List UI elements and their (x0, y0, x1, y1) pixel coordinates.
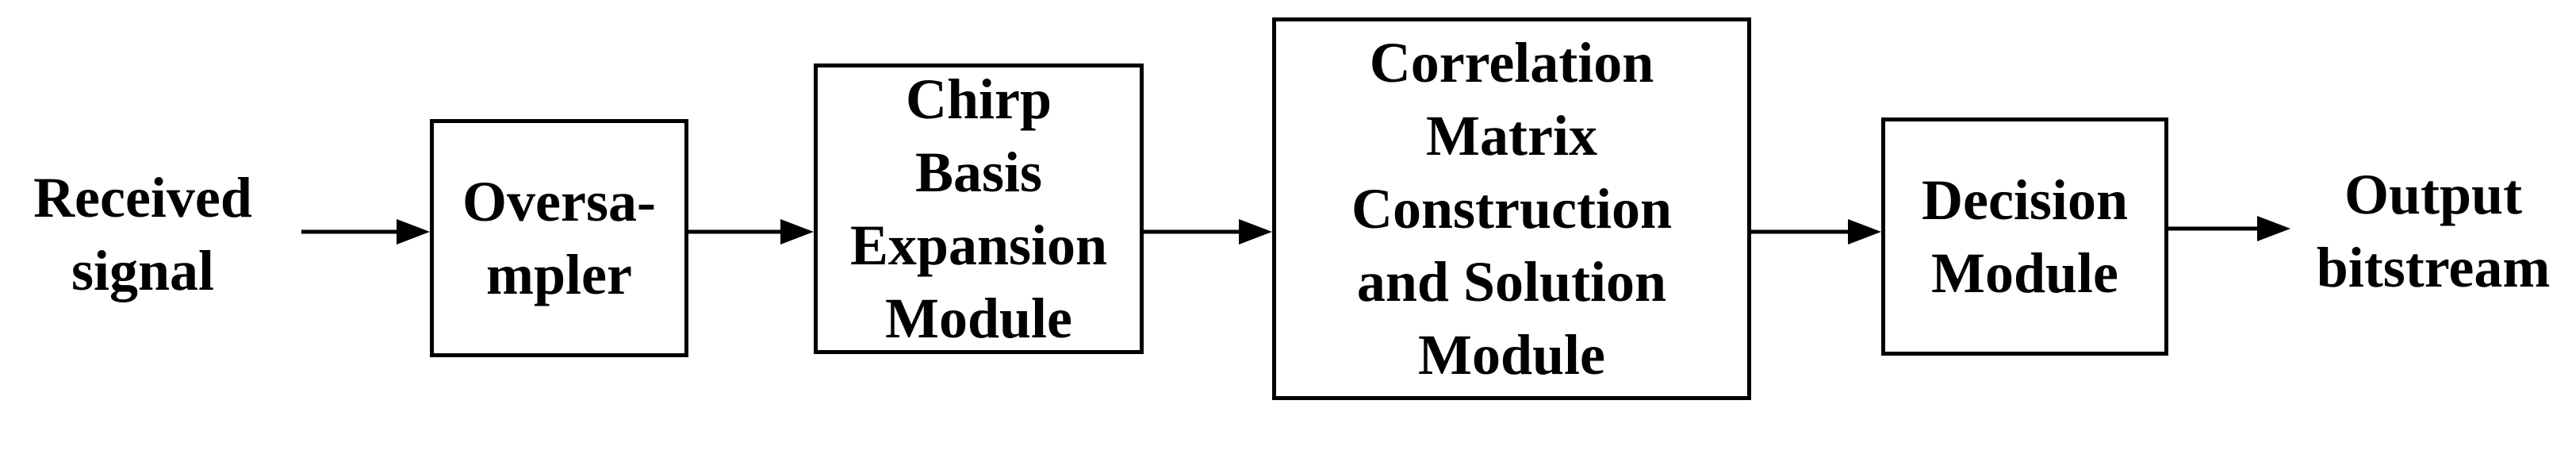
arrowhead-correlation-to-decision (1848, 219, 1881, 244)
decision-module-block: Decision Module (1881, 117, 2168, 356)
correlation-block-line-5: Module (1417, 323, 1605, 387)
correlation-block-line-4: and Solution (1356, 250, 1667, 314)
arrowhead-decision-to-output (2257, 216, 2290, 241)
chirp-block-line-2: Basis (914, 141, 1043, 204)
arrowhead-input-to-oversampler (397, 219, 430, 244)
decision-block-line-2: Module (1930, 241, 2118, 305)
chirp-block-line-1: Chirp (905, 67, 1052, 131)
output-label-line-2: bitstream (2316, 236, 2551, 299)
correlation-block-line-3: Construction (1351, 177, 1672, 241)
correlation-matrix-block: Correlation Matrix Construction and Solu… (1272, 17, 1751, 400)
input-label-received-signal: Received signal (0, 159, 286, 310)
output-label-line-1: Output (2344, 163, 2523, 226)
arrowhead-chirp-to-correlation (1239, 219, 1272, 244)
chirp-basis-expansion-block: Chirp Basis Expansion Module (814, 64, 1144, 354)
chirp-block-line-3: Expansion (849, 214, 1108, 277)
oversampler-line-1: Oversa- (462, 170, 656, 233)
output-label-bitstream: Output bitstream (2290, 156, 2576, 306)
oversampler-block: Oversa- mpler (430, 119, 688, 357)
oversampler-line-2: mpler (486, 243, 632, 306)
correlation-block-line-1: Correlation (1369, 31, 1654, 94)
input-label-line-1: Received (33, 166, 252, 229)
arrowhead-oversampler-to-chirp (780, 219, 814, 244)
chirp-block-line-4: Module (884, 287, 1072, 350)
decision-block-line-1: Decision (1922, 168, 2128, 232)
input-label-line-2: signal (71, 239, 215, 302)
correlation-block-line-2: Matrix (1426, 104, 1597, 167)
